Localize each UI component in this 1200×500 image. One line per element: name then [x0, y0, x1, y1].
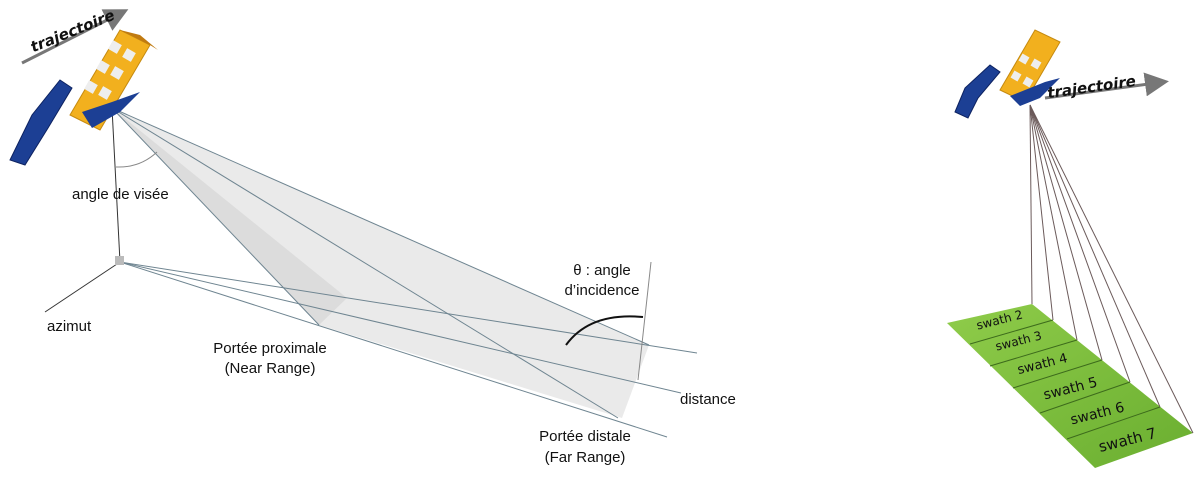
satellite-right-icon — [954, 29, 1061, 119]
swath-ray — [1029, 104, 1194, 434]
radar-beam — [112, 108, 649, 418]
near-range-sub: (Near Range) — [224, 360, 316, 377]
azimuth-axis — [44, 261, 121, 313]
incidence-angle-arc — [565, 315, 644, 346]
swath-area — [947, 304, 1193, 468]
beam-far-edge — [111, 107, 650, 346]
beam-mid-line — [111, 107, 619, 419]
far-range-label: Portée distale — [539, 428, 631, 445]
normal-line — [637, 261, 652, 381]
swath-divider — [1066, 406, 1161, 440]
swath-divider — [969, 319, 1054, 345]
trajectory-arrow-right — [1044, 72, 1169, 100]
ground-line-3 — [119, 261, 668, 438]
far-range-sub: (Far Range) — [544, 449, 626, 466]
look-angle-arc — [115, 151, 158, 168]
swath-divider — [989, 339, 1078, 367]
near-range-label: Portée proximale — [213, 340, 327, 357]
incidence-label-1: θ : angle — [573, 262, 631, 279]
satellite-left-icon — [9, 29, 158, 166]
swath-ray — [1029, 104, 1103, 361]
trajectory-arrow-left — [21, 9, 129, 65]
swath-ray — [1029, 104, 1054, 321]
swath-ray — [1029, 104, 1131, 383]
corner-marker — [115, 256, 124, 265]
look-angle-label: angle de visée — [72, 186, 169, 203]
swath-divider — [1012, 359, 1103, 389]
incidence-label-2: d’incidence — [564, 282, 640, 299]
azimuth-label: azimut — [47, 318, 92, 335]
swath-divider — [1039, 381, 1131, 414]
distance-label: distance — [680, 391, 736, 408]
beam-inner — [112, 108, 347, 325]
swath-ray — [1029, 104, 1161, 408]
beam-near-edge — [111, 107, 320, 326]
swath-ray — [1029, 104, 1033, 305]
swath-ray — [1029, 104, 1078, 341]
ground-line-1 — [119, 261, 698, 354]
distance-axis — [119, 261, 682, 394]
nadir-line — [111, 107, 121, 263]
